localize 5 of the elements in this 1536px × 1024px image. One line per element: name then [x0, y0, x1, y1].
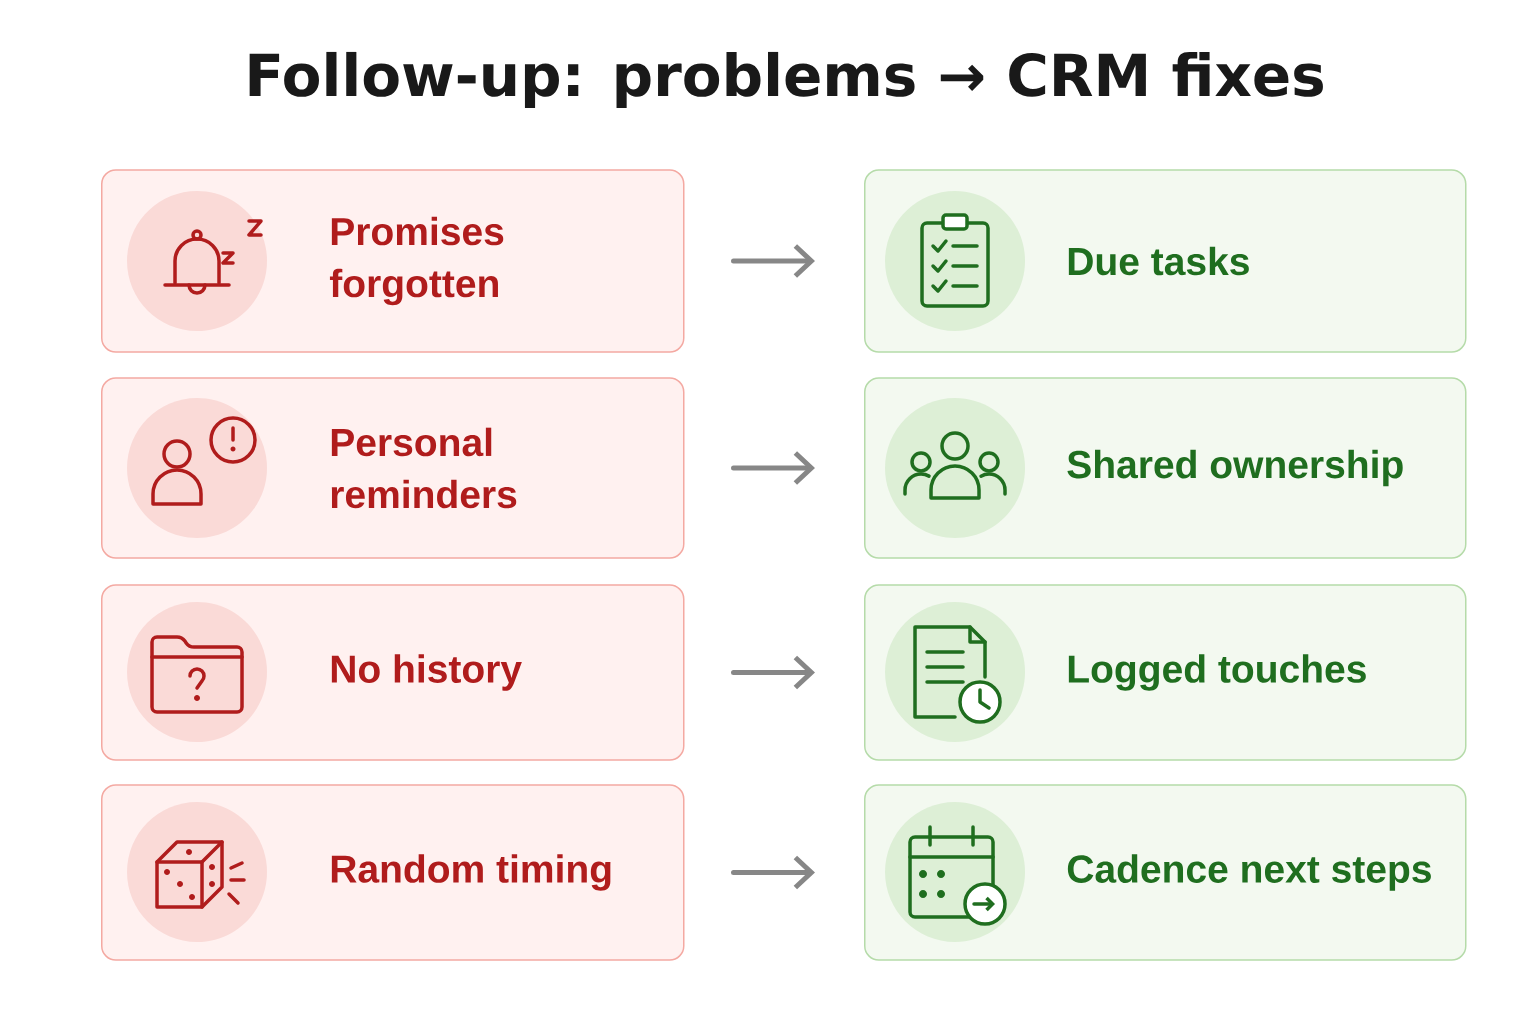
arrow	[731, 451, 815, 485]
arrow	[731, 244, 815, 278]
arrow	[731, 855, 815, 890]
title: Follow-up: problems → CRM fixes	[249, 51, 1323, 109]
arrow	[731, 655, 815, 690]
